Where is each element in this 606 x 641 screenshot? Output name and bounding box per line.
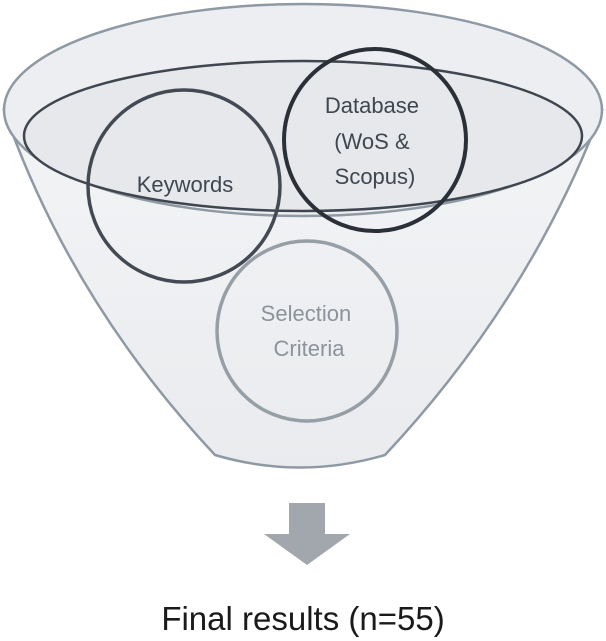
selection-criteria-circle <box>215 239 399 423</box>
selection-criteria-label: Selection Criteria <box>261 301 358 361</box>
funnel-rim-inner <box>22 59 584 213</box>
keywords-circle <box>86 88 282 284</box>
final-results-label: Final results (n=55) <box>161 600 444 637</box>
down-arrow-icon <box>264 503 350 565</box>
database-circle <box>282 47 468 233</box>
database-label: Database (WoS & Scopus) <box>325 93 425 189</box>
keywords-label: Keywords <box>137 172 234 197</box>
